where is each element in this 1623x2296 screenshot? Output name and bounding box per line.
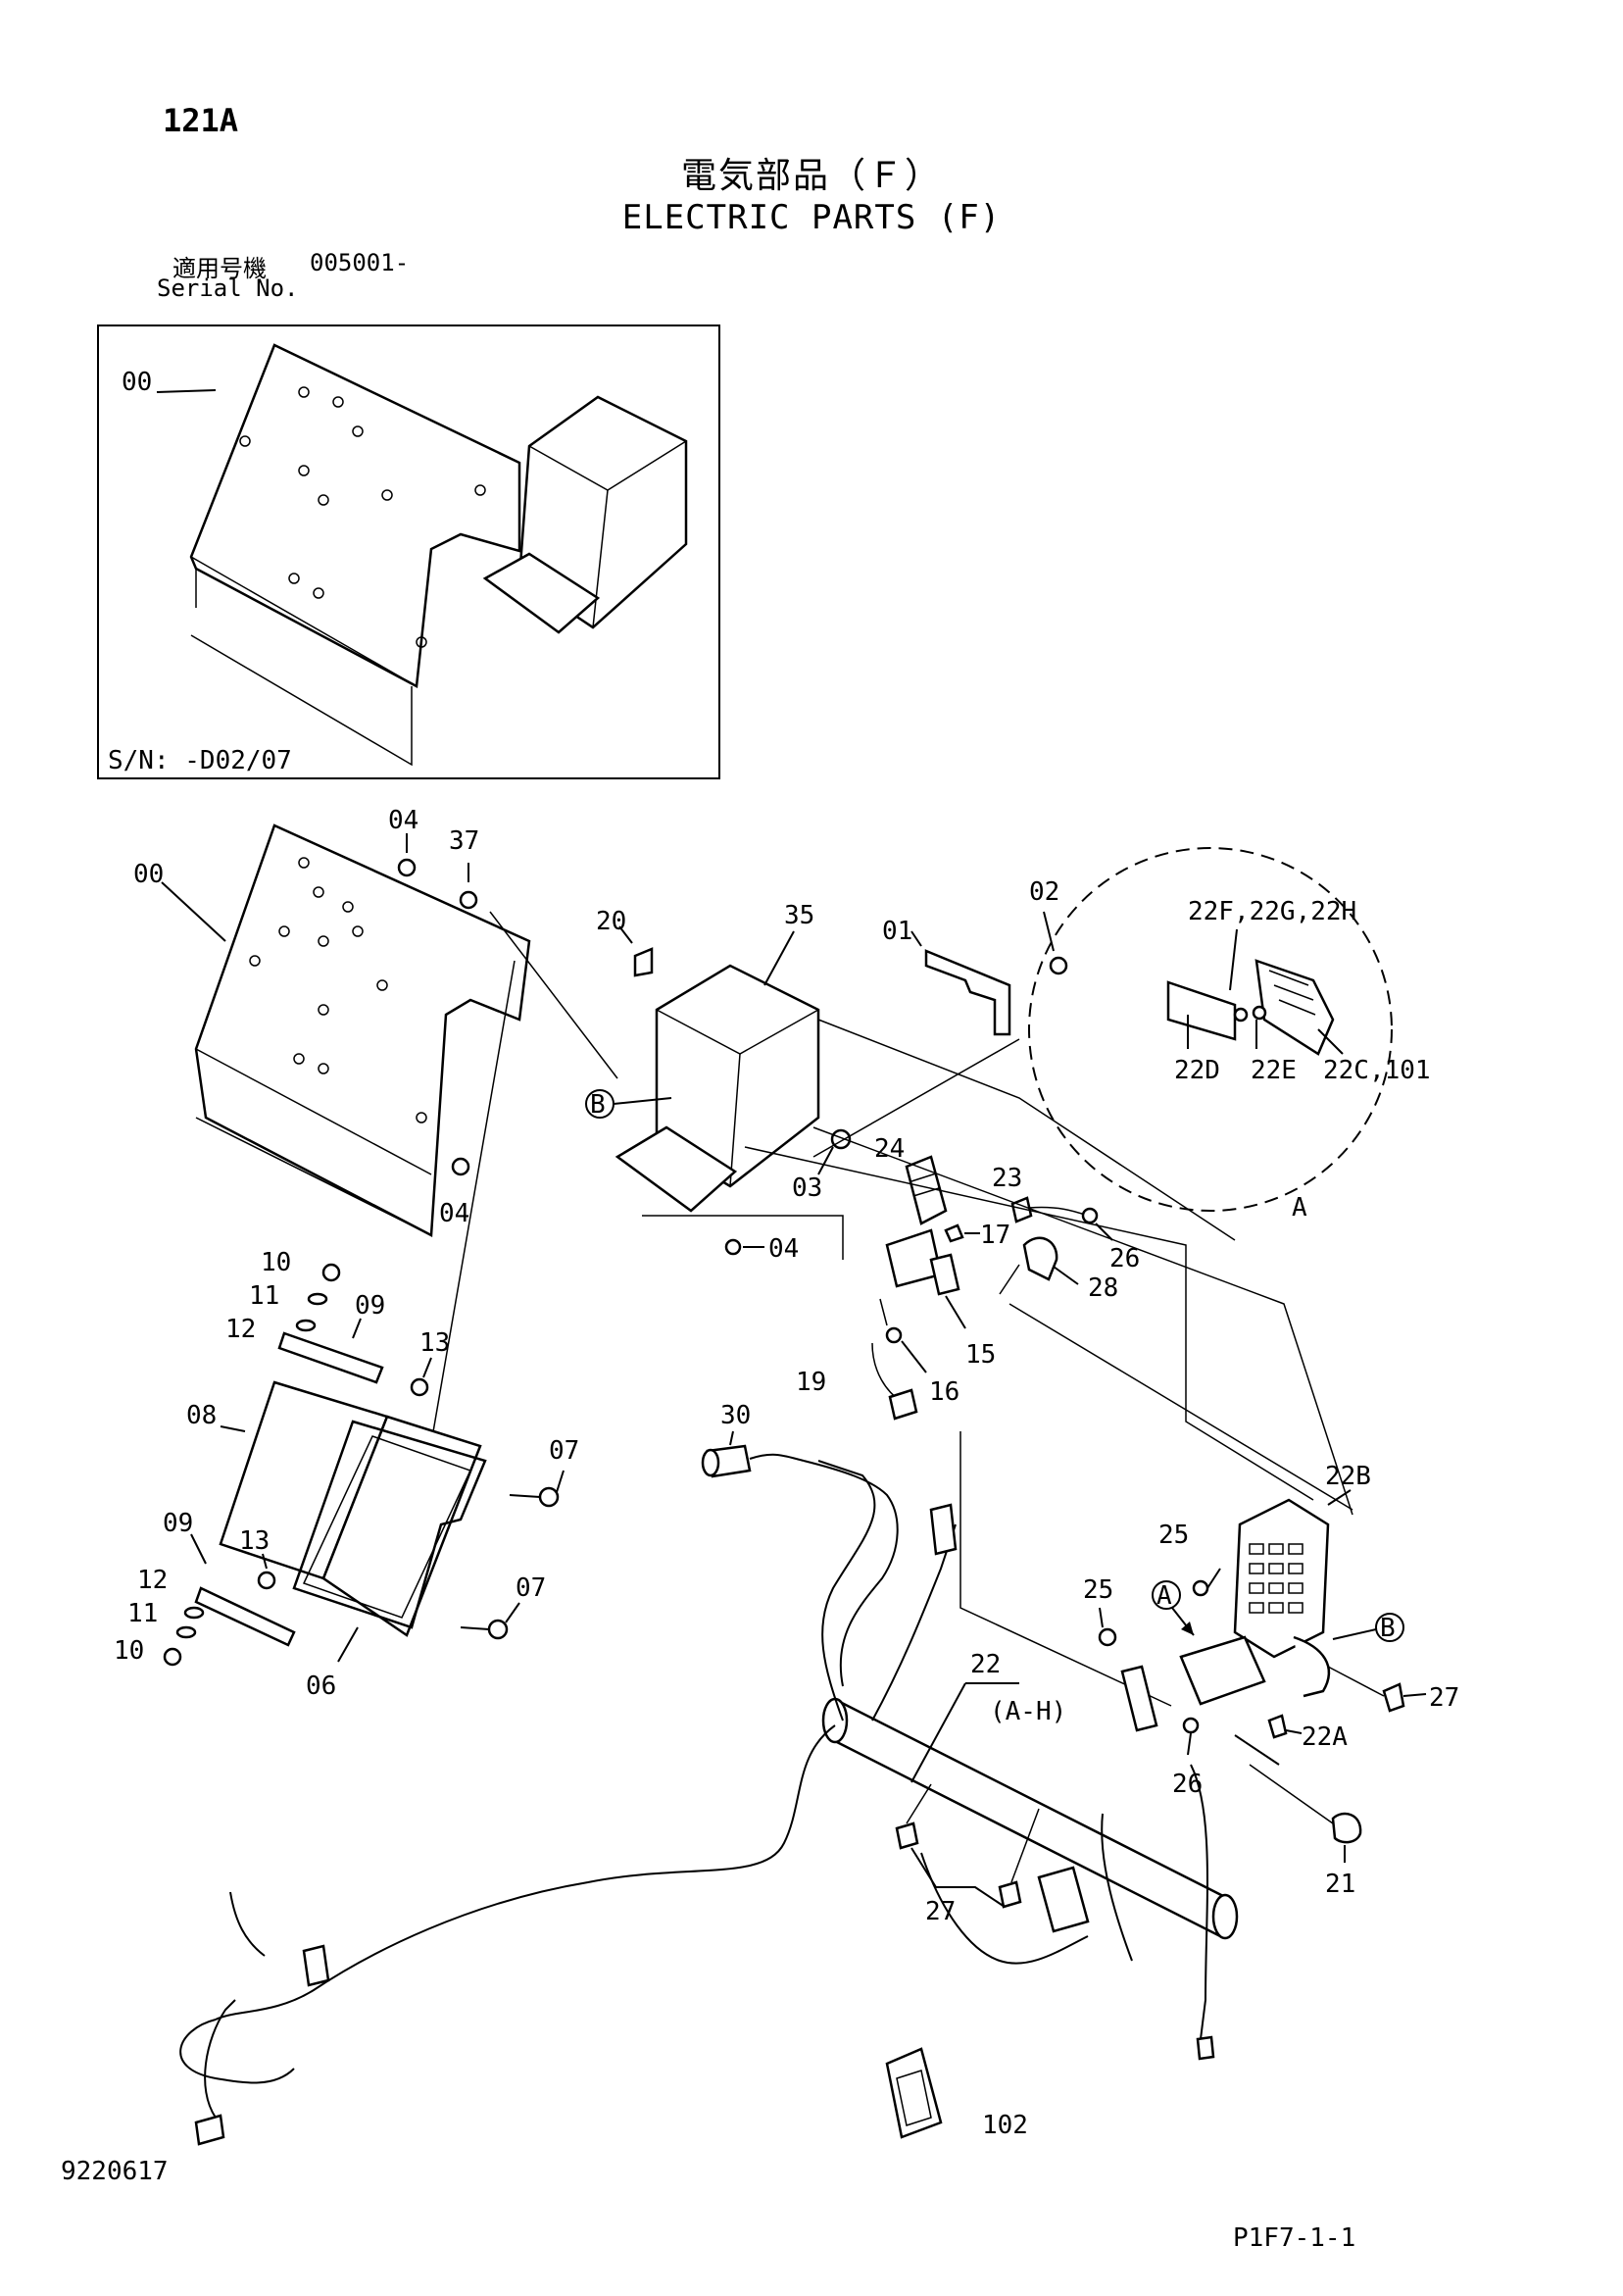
callout-21: 21	[1325, 1870, 1355, 1899]
callout-09-top: 09	[355, 1291, 385, 1321]
inset-part-label: 00	[122, 368, 152, 397]
callout-102: 102	[982, 2111, 1028, 2140]
document-code: 9220617	[61, 2157, 169, 2186]
relay-group: 24 23 17 15 16	[874, 1134, 1089, 1407]
marker-b-right: B	[1380, 1614, 1396, 1643]
inset-serial-range: S/N: -D02/07	[108, 746, 292, 775]
controller-unit: 08 06 09 10 11 12 13 09 13 12 11 10 07	[114, 1248, 579, 1701]
fuse-box-group: 22B A B 25 25 26 22A 27 21	[895, 1462, 1459, 1926]
callout-27-bottom: 27	[925, 1897, 956, 1926]
callout-20: 20	[596, 907, 626, 936]
page-number: 121A	[163, 102, 239, 139]
callout-13-bottom: 13	[239, 1526, 270, 1556]
callout-26-bottom: 26	[1172, 1770, 1203, 1799]
serial-label-en: Serial No.	[157, 275, 299, 302]
callout-06: 06	[306, 1672, 336, 1701]
callout-01: 01	[882, 917, 912, 946]
serial-label-jp: 適用号機	[172, 255, 267, 282]
callout-00: 00	[133, 860, 164, 889]
bracket-01: 01 02	[812, 877, 1068, 1158]
callout-37: 37	[449, 826, 479, 856]
box-35: 35 20 B 04 03	[585, 901, 852, 1264]
callout-23: 23	[992, 1164, 1022, 1193]
serial-value: 005001-	[310, 249, 410, 276]
callout-16: 16	[929, 1377, 959, 1407]
detail-a-label-22c: 22C,101	[1323, 1056, 1431, 1085]
connector-group: 26 28 19	[796, 1207, 1140, 1421]
callout-04-bottom: 04	[768, 1234, 799, 1264]
callout-12-bottom: 12	[137, 1566, 168, 1595]
routing-lines	[744, 1019, 1353, 1707]
callout-27-right: 27	[1429, 1683, 1459, 1713]
page-code: P1F7-1-1	[1233, 2223, 1356, 2253]
callout-28: 28	[1088, 1273, 1118, 1303]
callout-11-top: 11	[249, 1281, 279, 1311]
callout-09-bottom: 09	[163, 1509, 193, 1538]
callout-08: 08	[186, 1401, 217, 1430]
marker-b-left: B	[590, 1090, 606, 1120]
callout-04-top: 04	[388, 806, 418, 835]
main-panel: 00 04 37 04	[133, 806, 618, 1501]
callout-07-top: 07	[549, 1436, 579, 1466]
callout-15: 15	[965, 1340, 996, 1370]
page-title-jp: 電気部品（Ｆ）	[680, 156, 942, 196]
detail-a: 22F,22G,22H 22D 22E 22C,101 A	[1028, 847, 1431, 1223]
inset-panel: 00 S/N: -D02/07	[97, 324, 720, 779]
callout-22-range: (A-H)	[990, 1697, 1066, 1726]
marker-a: A	[1156, 1581, 1172, 1611]
callout-12-top: 12	[225, 1315, 256, 1344]
callout-22a: 22A	[1302, 1722, 1348, 1752]
callout-03: 03	[792, 1173, 822, 1203]
switch-30: 30	[701, 1401, 899, 1687]
callout-19: 19	[796, 1368, 826, 1397]
callout-22b: 22B	[1325, 1462, 1371, 1491]
callout-26-top: 26	[1109, 1244, 1140, 1273]
detail-a-label-22d: 22D	[1174, 1056, 1220, 1085]
page-title-en: ELECTRIC PARTS (F)	[621, 198, 1002, 237]
callout-07-bottom: 07	[516, 1573, 546, 1603]
callout-35: 35	[784, 901, 814, 930]
detail-a-label-22fgh: 22F,22G,22H	[1188, 897, 1356, 926]
callout-10-bottom: 10	[114, 1636, 144, 1666]
detail-a-title: A	[1292, 1193, 1307, 1223]
callout-24: 24	[874, 1134, 905, 1164]
callout-30: 30	[720, 1401, 751, 1430]
callout-02: 02	[1029, 877, 1059, 907]
callout-17: 17	[980, 1221, 1010, 1250]
callout-22: 22	[970, 1650, 1001, 1679]
callout-04-side: 04	[439, 1199, 469, 1228]
callout-11-bottom: 11	[127, 1599, 158, 1628]
detail-a-label-22e: 22E	[1251, 1056, 1297, 1085]
label-102: 102	[885, 2047, 1028, 2140]
callout-25-bottom: 25	[1083, 1575, 1113, 1605]
callout-25-top: 25	[1158, 1521, 1189, 1550]
callout-13-top: 13	[419, 1328, 450, 1358]
callout-10-top: 10	[261, 1248, 291, 1277]
